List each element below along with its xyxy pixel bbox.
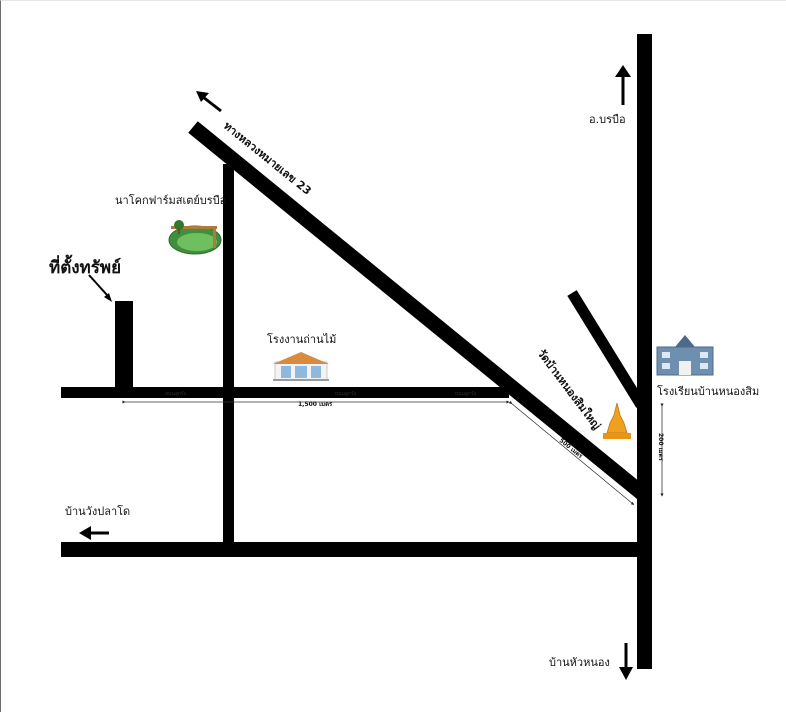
arrow-west-icon (79, 526, 109, 540)
north-destination-label: อ.บรบือ (589, 113, 626, 126)
school-label: โรงเรียนบ้านหนองสิม (657, 384, 759, 398)
park-label: นาโคกฟาร์มสเตย์บรบือ (115, 193, 226, 207)
factory-label: โรงงานถ่านไม้ (267, 332, 336, 346)
connector-vertical-road (223, 164, 234, 548)
dirt-road-label-3: ถนนลูกรัง (455, 391, 477, 397)
property-plot (115, 301, 133, 391)
arrow-northwest-icon (196, 91, 222, 113)
dimension-lines (122, 400, 664, 506)
property-label: ที่ตั้งทรัพย์ (49, 254, 121, 278)
dirt-road-label-1: ถนนลูกรัง (165, 391, 187, 397)
dirt-road-label-2: ถนนลูกรัง (335, 391, 357, 397)
arrow-north-icon (615, 65, 631, 105)
highway-23-diagonal (188, 121, 649, 501)
south-destination-label: บ้านหัวหนอง (549, 656, 610, 669)
main-vertical-road (637, 34, 652, 669)
distance-vertical-label: 200 เมตร (657, 433, 664, 462)
roads (61, 34, 652, 669)
dimension-diagonal (508, 400, 635, 506)
factory-icon (273, 352, 329, 381)
school-icon (656, 335, 714, 376)
property-pointer-icon (88, 274, 112, 302)
south-horizontal-road (61, 542, 641, 557)
temple-icon (603, 402, 631, 439)
dirt-road-horizontal (61, 387, 509, 398)
distance-main-label: 1,500 เมตร (298, 401, 333, 408)
direction-arrows (79, 65, 633, 680)
park-icon (168, 220, 222, 255)
west-destination-label: บ้านวังปลาโด (65, 504, 130, 518)
school-branch-road (567, 290, 646, 408)
arrow-south-icon (619, 643, 633, 680)
